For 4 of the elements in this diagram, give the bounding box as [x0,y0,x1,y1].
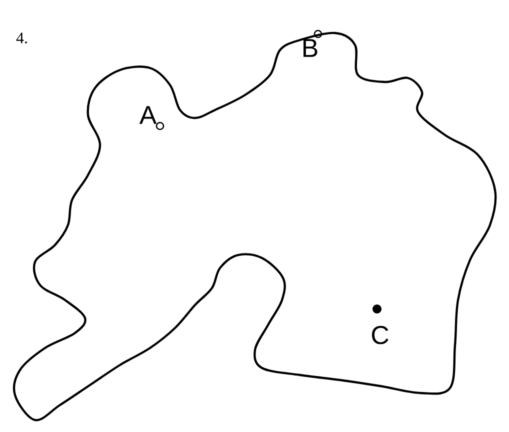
figure-number: 4. [16,32,27,44]
point-label: B [304,39,318,57]
point-label: C [372,326,388,344]
point-label: A [139,106,157,124]
